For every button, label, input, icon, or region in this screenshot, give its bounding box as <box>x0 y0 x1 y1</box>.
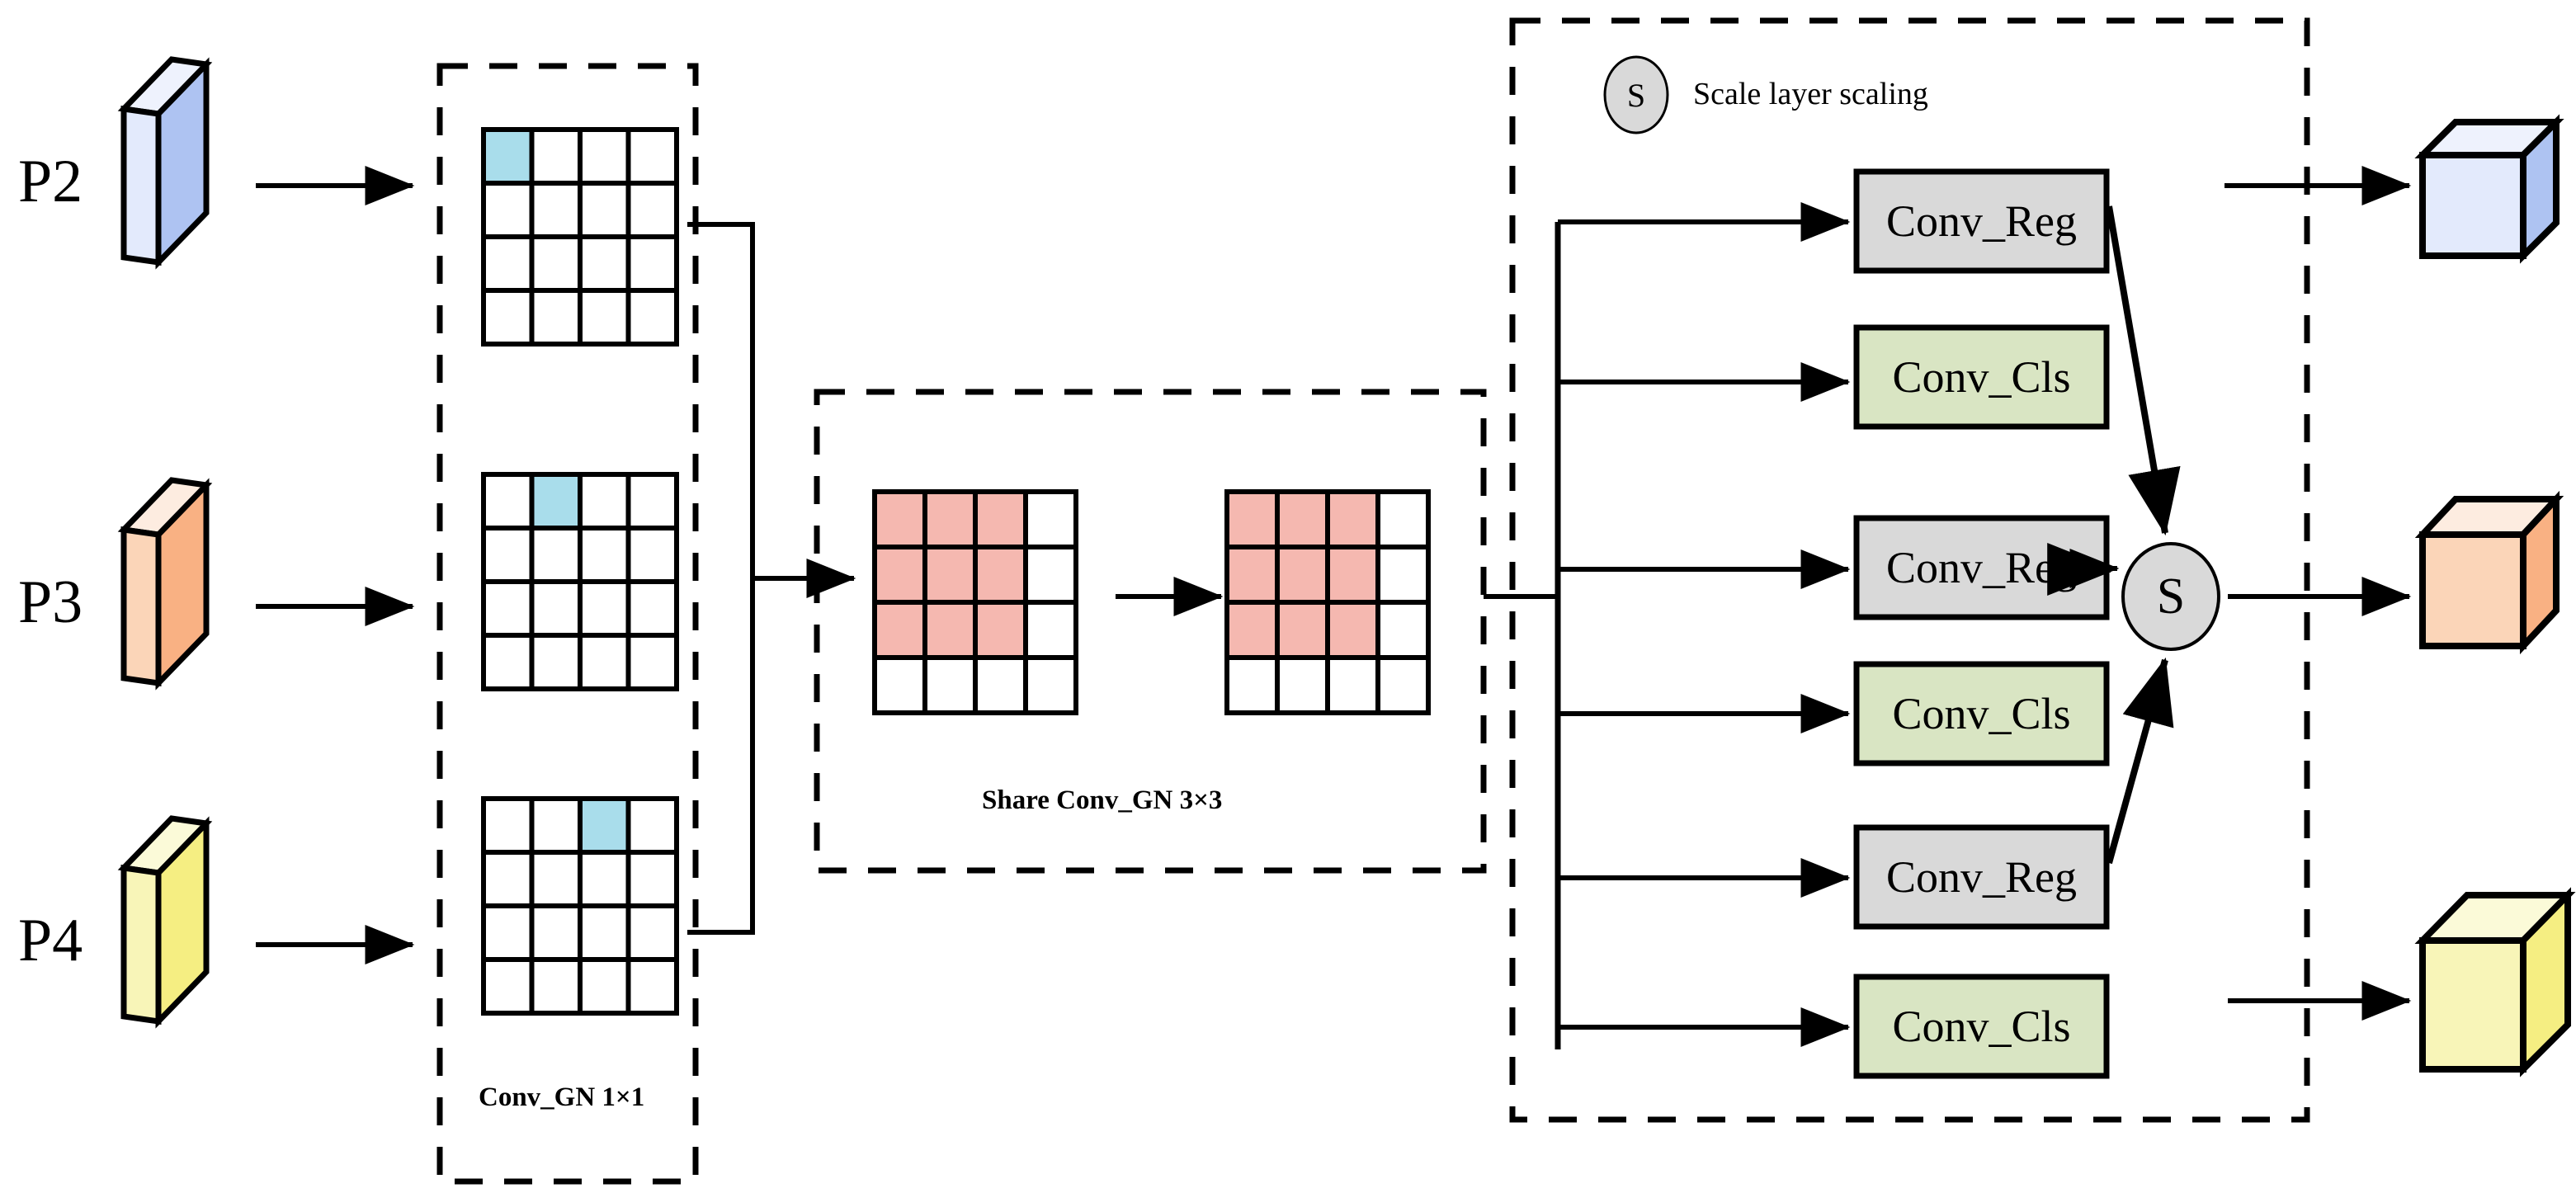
legend-scale-symbol: S <box>1626 76 1646 114</box>
scale-node-circle <box>2121 542 2220 651</box>
branch-box-conv-reg-3 <box>1853 824 2110 930</box>
grid-block-highlight <box>1227 492 1378 658</box>
input-label-p4: P4 <box>18 907 83 974</box>
input-slab-p4 <box>117 815 213 1029</box>
input-label-p2: P2 <box>18 148 83 215</box>
shared-feature-grid-b <box>1224 489 1431 715</box>
grid-block-highlight <box>875 492 1026 658</box>
input-slab-p3 <box>117 477 213 691</box>
feature-grid-p2 <box>481 127 679 347</box>
scale-node-symbol: S <box>2156 568 2186 625</box>
output-cube-p2 <box>2414 114 2564 264</box>
output-cube-p3 <box>2414 490 2564 655</box>
branch-label-conv-reg-1: Conv_Reg <box>1885 196 2077 246</box>
grid-cell-highlight <box>531 474 580 528</box>
input-label-p3: P3 <box>18 568 83 636</box>
feature-grid-p4 <box>481 796 679 1016</box>
branch-label-conv-cls-3: Conv_Cls <box>1892 1002 2071 1051</box>
caption-share-conv-gn-3x3: Share Conv_GN 3×3 <box>982 785 1223 815</box>
shared-feature-grid-a <box>872 489 1078 715</box>
dashed-region-heads <box>1509 17 2310 1123</box>
dashed-region-conv-gn-1x1 <box>436 63 699 1185</box>
branch-label-conv-reg-2: Conv_Reg <box>1885 543 2077 592</box>
legend-scale-circle <box>1603 55 1669 134</box>
branch-box-conv-reg-1 <box>1853 168 2110 274</box>
grid-cell-highlight <box>484 130 532 183</box>
branch-feed-lines <box>1558 202 1851 1047</box>
branch-box-conv-cls-1 <box>1853 324 2110 430</box>
branch-label-conv-cls-1: Conv_Cls <box>1892 352 2071 402</box>
legend-scale-text: Scale layer scaling <box>1693 77 1928 111</box>
caption-conv-gn-1x1: Conv_GN 1×1 <box>479 1082 645 1112</box>
branch-box-conv-reg-2 <box>1853 515 2110 620</box>
input-slab-p2 <box>117 56 213 270</box>
branch-box-conv-cls-3 <box>1853 974 2110 1079</box>
grid-cell-highlight <box>580 799 629 852</box>
branch-box-conv-cls-2 <box>1853 661 2110 766</box>
arrows-into-scale-node <box>2047 205 2181 865</box>
feature-grid-p3 <box>481 472 679 691</box>
dashed-region-share-conv <box>814 389 1487 874</box>
branch-label-conv-reg-3: Conv_Reg <box>1885 852 2077 902</box>
branch-label-conv-cls-2: Conv_Cls <box>1892 689 2071 738</box>
output-cube-p4 <box>2414 887 2576 1077</box>
